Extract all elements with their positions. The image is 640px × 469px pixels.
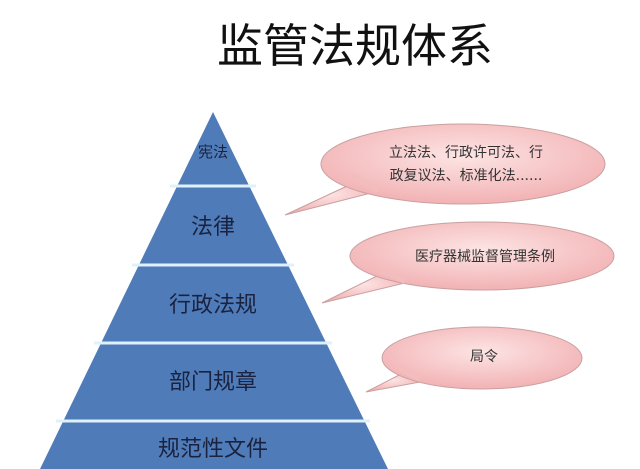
- tier-dividers: [56, 184, 370, 423]
- bubble-line: 局令: [470, 349, 498, 365]
- callout-bubble-admin-regulations: 医疗器械监督管理条例: [321, 221, 615, 304]
- page-title: 监管法规体系: [217, 19, 493, 73]
- tier-normative-documents: 规范性文件: [158, 437, 268, 462]
- tier-department-rules: 部门规章: [169, 370, 257, 395]
- callout-bubble-department-rules: 局令: [365, 326, 583, 393]
- tier-law: 法律: [191, 215, 235, 240]
- pyramid: [40, 112, 388, 469]
- bubble-line: 立法法、行政许可法、行: [389, 145, 543, 161]
- callout-bubble-law: 立法法、行政许可法、行 政复议法、标准化法......: [284, 123, 606, 216]
- bubble-line: 医疗器械监督管理条例: [415, 248, 555, 265]
- bubble-line: 政复议法、标准化法......: [390, 167, 543, 184]
- tier-constitution: 宪法: [198, 143, 228, 161]
- tier-administrative-regulations: 行政法规: [169, 293, 257, 318]
